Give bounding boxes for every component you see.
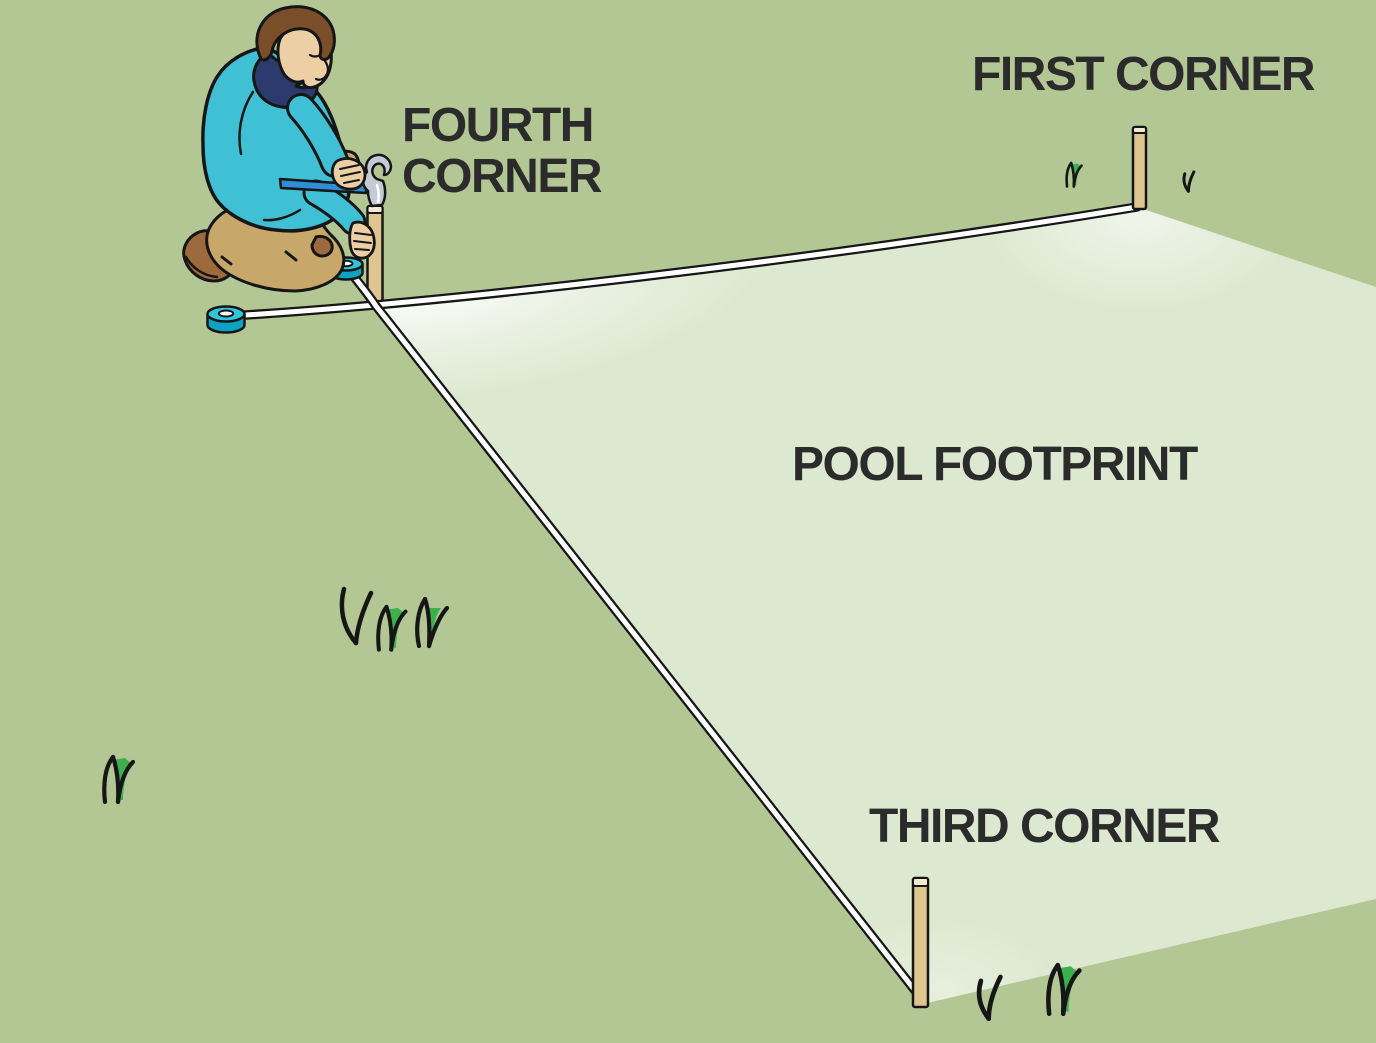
stake-cap — [912, 877, 929, 887]
grass-tuft — [415, 596, 450, 649]
finger-line — [343, 179, 360, 184]
shoe-toe — [310, 234, 334, 258]
tape-measure-reel-left — [206, 305, 246, 334]
first-corner-stake — [1131, 125, 1148, 211]
sweater-fold — [262, 208, 302, 222]
grass-tuft — [376, 604, 408, 652]
stake-cap — [1132, 126, 1147, 134]
hammer-arm-sleeve — [289, 96, 347, 175]
grass-tuft — [102, 754, 136, 805]
grass-tuft — [339, 586, 374, 646]
finger-line — [354, 248, 370, 251]
finger-line — [340, 171, 361, 177]
shoe-sole-line — [184, 255, 219, 279]
stake-cap — [366, 205, 384, 214]
hammer-head — [361, 153, 393, 208]
first-corner-label: FIRST CORNER — [972, 48, 1316, 101]
stake-post — [1131, 125, 1148, 211]
man-kneeling-hammering-stake — [182, 5, 393, 293]
mason-line-fourth-to-first — [224, 202, 1142, 321]
stake-post — [911, 876, 930, 1009]
hair — [255, 5, 336, 62]
finger-line — [354, 232, 372, 236]
hammer-highlight — [375, 183, 380, 204]
nose-line — [314, 59, 329, 81]
fourth-corner-label-line2: CORNER — [402, 150, 603, 203]
fourth-corner-label: FOURTH CORNER — [402, 99, 603, 203]
stake-arm-sleeve — [305, 182, 364, 233]
pool-footprint-label: POOL FOOTPRINT — [792, 438, 1198, 491]
pants-crease — [220, 255, 233, 266]
grass-tuft — [976, 974, 1003, 1021]
stake-hand — [348, 220, 376, 260]
finger-line — [339, 164, 360, 170]
third-corner-label: THIRD CORNER — [869, 800, 1221, 853]
string-core — [226, 204, 1140, 319]
fourth-corner-label-line1: FOURTH — [402, 99, 594, 152]
grass-tufts — [102, 161, 1196, 1021]
finger-line — [353, 240, 372, 244]
sweater-fold — [238, 90, 255, 156]
pants-crease — [284, 250, 298, 262]
grass-tuft — [1046, 962, 1082, 1017]
reel-hole — [217, 309, 235, 318]
grass-tuft — [1065, 161, 1083, 188]
grass-tuft — [1182, 170, 1196, 193]
third-corner-stake — [911, 876, 930, 1009]
